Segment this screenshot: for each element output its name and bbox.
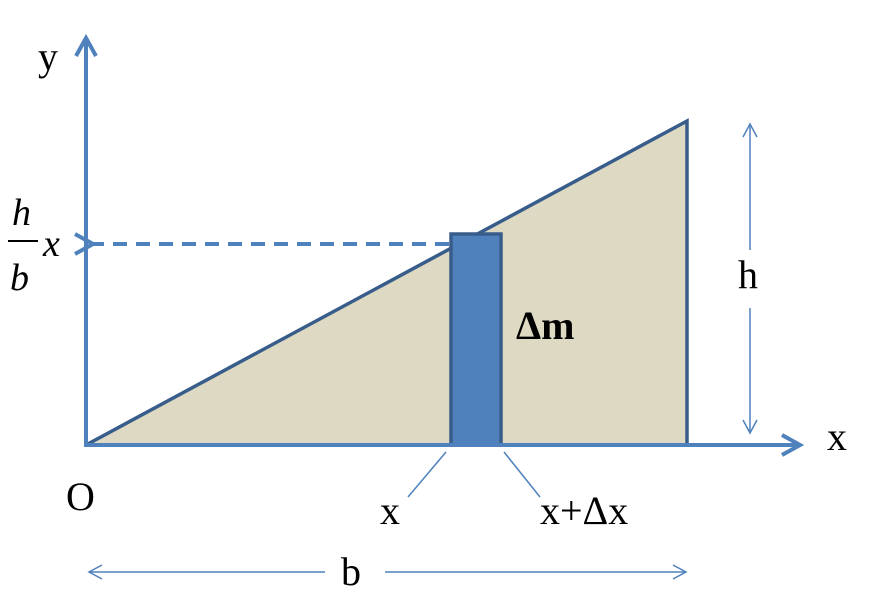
x-axis-label: x <box>827 414 847 459</box>
leader-line-x-plus-dx <box>503 451 541 498</box>
fraction-numerator: h <box>12 192 31 234</box>
height-label: h <box>738 252 758 297</box>
fraction-denominator: b <box>10 257 29 299</box>
mass-strip <box>449 232 503 447</box>
fraction-variable: x <box>42 223 60 265</box>
base-label: b <box>341 549 361 594</box>
y-axis-label: y <box>38 34 58 79</box>
strip-right-label: x+Δx <box>540 488 628 533</box>
strip-left-label: x <box>380 488 400 533</box>
leader-line-x <box>407 451 447 498</box>
mass-label: Δm <box>516 303 574 348</box>
origin-label: O <box>66 474 95 519</box>
triangle-region <box>85 118 689 447</box>
